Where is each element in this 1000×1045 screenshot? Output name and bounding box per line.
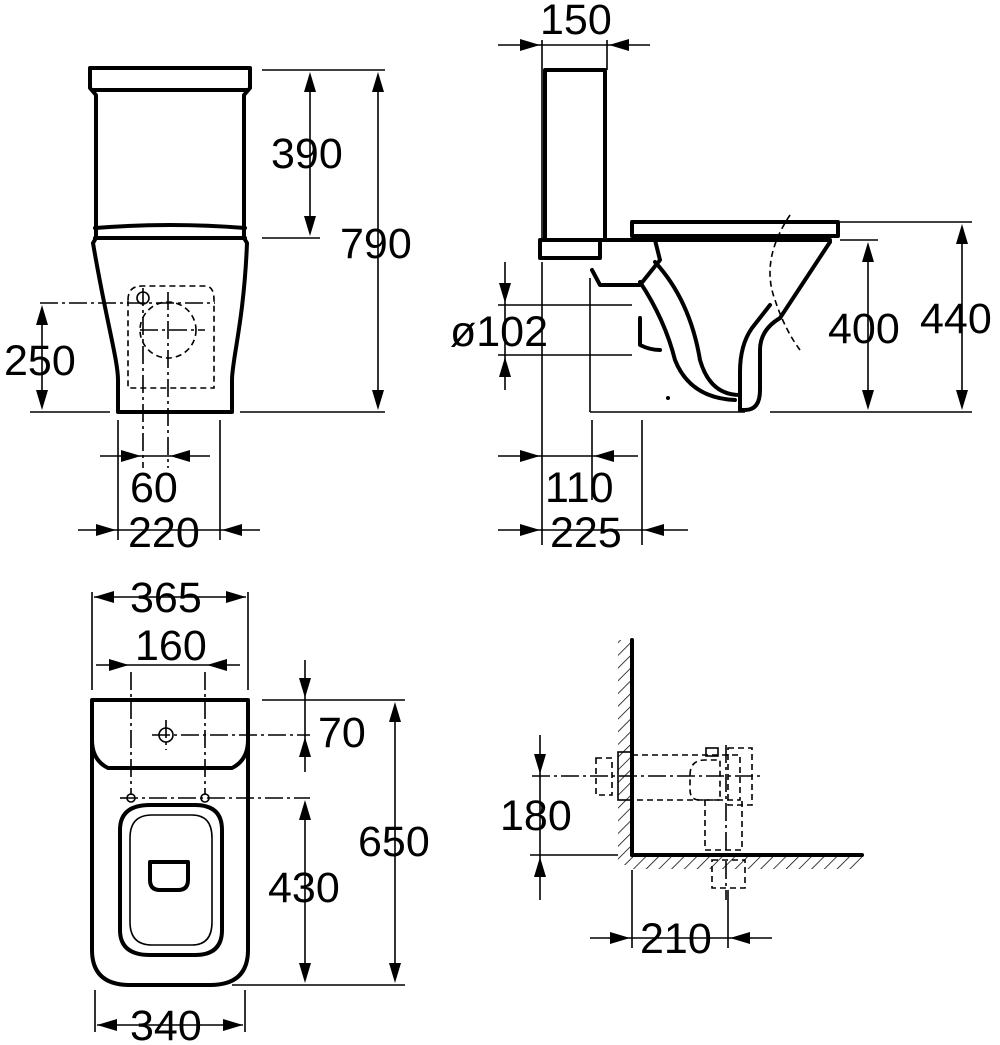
side-bowl xyxy=(738,240,832,412)
front-outlet-hidden xyxy=(127,285,215,389)
dim-label-70: 70 xyxy=(318,709,366,757)
dim-label-pipe-diameter: ø102 xyxy=(450,308,548,356)
dim-label-60: 60 xyxy=(130,464,178,512)
side-tank xyxy=(543,68,607,242)
top-tank-outline xyxy=(90,698,250,770)
detail-view xyxy=(530,638,864,948)
dim-label-180: 180 xyxy=(500,792,572,840)
side-seat xyxy=(630,220,840,238)
front-body-outline xyxy=(88,66,252,414)
dim-label-390: 390 xyxy=(271,130,343,178)
detail-floor xyxy=(632,855,862,869)
dim-label-400: 400 xyxy=(828,305,900,353)
dim-label-340: 340 xyxy=(130,1002,202,1045)
dim-label-365: 365 xyxy=(130,574,202,622)
dim-label-250: 250 xyxy=(4,337,76,385)
dim-label-440: 440 xyxy=(920,295,992,343)
dim-label-150: 150 xyxy=(540,0,612,44)
dim-label-650: 650 xyxy=(358,818,430,866)
top-seat xyxy=(118,803,224,957)
top-view xyxy=(90,591,405,1032)
dim-label-220: 220 xyxy=(128,509,200,557)
dim-label-110: 110 xyxy=(545,464,614,512)
top-bowl-outline xyxy=(90,738,250,987)
dim-label-160: 160 xyxy=(135,622,207,670)
dim-label-430: 430 xyxy=(268,864,340,912)
dim-label-225: 225 xyxy=(550,509,622,557)
front-view xyxy=(30,66,385,540)
side-tank-connector xyxy=(590,238,662,287)
front-tank-joint xyxy=(93,223,247,230)
side-view xyxy=(498,39,972,545)
dim-label-210: 210 xyxy=(640,915,712,963)
dim-label-790: 790 xyxy=(340,220,412,268)
dimension-labels: 390 790 250 60 220 150 ø102 400 440 110 … xyxy=(4,0,992,1045)
